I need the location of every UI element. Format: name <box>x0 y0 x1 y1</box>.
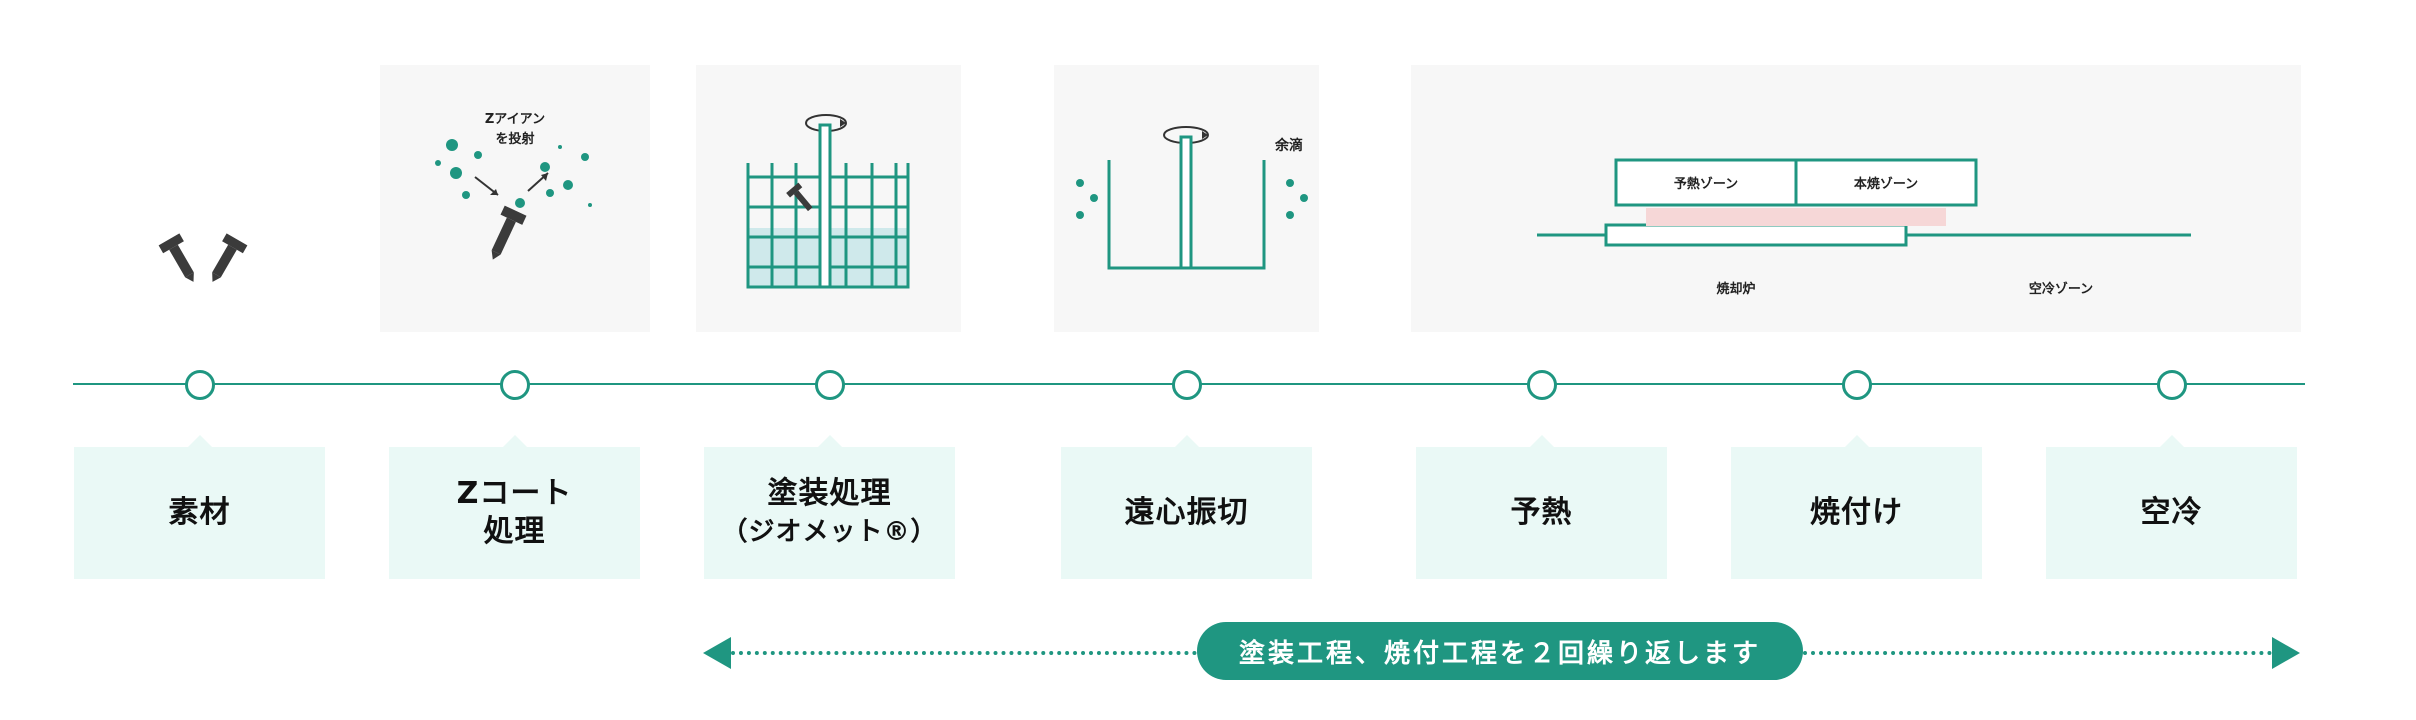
repeat-note: 塗装工程、焼付工程を２回繰り返します <box>1197 622 1803 680</box>
step-cooling: 空冷 <box>2046 435 2297 579</box>
furnace-label: 焼却炉 <box>1716 281 1755 297</box>
furnace-icon <box>1614 158 1978 207</box>
centrifuge-illustration-text: 余滴 <box>1274 137 1303 154</box>
repeat-arrow-right-icon <box>2272 637 2300 669</box>
coating-illustration-panel <box>696 65 961 332</box>
step-preheat: 予熱 <box>1416 435 1667 579</box>
step-baking-label: 焼付け <box>1810 495 1903 530</box>
step-centrifuge: 遠心振切 <box>1061 435 1312 579</box>
timeline-node-centrifuge <box>1172 370 1202 400</box>
screw-icon <box>786 182 813 212</box>
coating-tank-icon <box>746 123 910 289</box>
timeline-node-zcoat <box>500 370 530 400</box>
zinc-particles-icon <box>435 139 592 208</box>
cool-zone-label: 空冷ゾーン <box>2029 281 2093 297</box>
heat-zone <box>1646 208 1946 226</box>
step-preheat-label: 予熱 <box>1510 495 1573 530</box>
step-baking: 焼付け <box>1731 435 1982 579</box>
repeat-note-text: 塗装工程、焼付工程を２回繰り返します <box>1238 638 1761 669</box>
droplets-icon <box>1076 179 1308 219</box>
zcoat-illustration-panel: Zアイアン を投射 <box>380 65 650 332</box>
screw-icon <box>491 205 527 260</box>
step-coating: 塗装処理 （ジオメット®） <box>704 435 955 579</box>
timeline-node-coating <box>815 370 845 400</box>
furnace-illustration-panel: 予熱ゾーン 本焼ゾーン 焼却炉 空冷ゾーン <box>1411 65 2301 332</box>
timeline-node-preheat <box>1527 370 1557 400</box>
step-zcoat-label-line2: 処理 <box>483 514 546 549</box>
zcoat-illustration-text-1: Zアイアン <box>485 112 545 127</box>
centrifuge-basket-icon <box>1107 135 1266 270</box>
repeat-dotted-line-left <box>731 651 1197 655</box>
repeat-arrow-left-icon <box>703 637 731 669</box>
step-raw-material: 素材 <box>74 435 325 579</box>
zcoat-illustration-text-2: を投射 <box>495 131 534 147</box>
repeat-dotted-line-right <box>1803 651 2272 655</box>
step-zcoat-label-line1: Zコート <box>456 476 573 511</box>
centrifuge-illustration-panel: 余滴 <box>1054 65 1319 332</box>
timeline-node-cooling <box>2157 370 2187 400</box>
step-centrifuge-label: 遠心振切 <box>1124 495 1249 530</box>
step-coating-label-line1: 塗装処理 <box>767 476 892 511</box>
step-raw-material-label: 素材 <box>168 495 231 530</box>
timeline-node-raw-material <box>185 370 215 400</box>
step-cooling-label: 空冷 <box>2140 495 2203 530</box>
bake-zone-label: 本焼ゾーン <box>1854 176 1918 192</box>
step-zcoat: Zコート 処理 <box>389 435 640 579</box>
timeline-node-baking <box>1842 370 1872 400</box>
raw-material-screws-icon <box>158 233 248 282</box>
step-coating-label-line2: （ジオメット®） <box>721 517 938 547</box>
conveyor-icon <box>1537 223 2191 247</box>
preheat-zone-label: 予熱ゾーン <box>1674 176 1738 192</box>
